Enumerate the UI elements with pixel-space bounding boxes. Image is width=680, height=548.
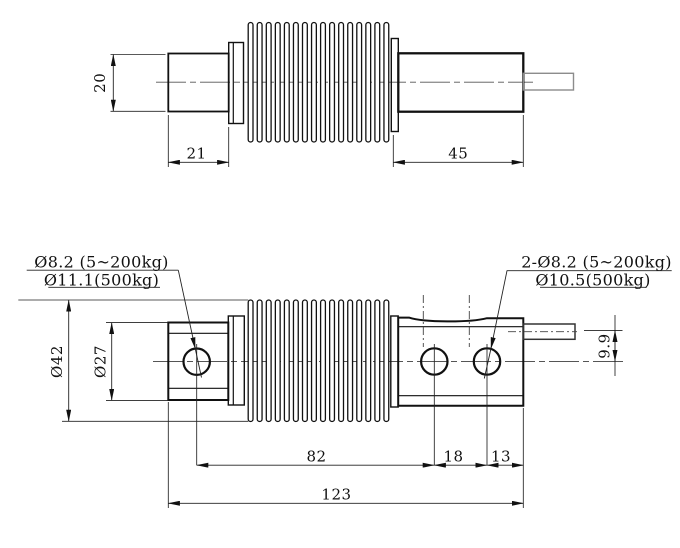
dim-text-45: 45: [448, 145, 468, 163]
bellows-fin: [310, 299, 317, 423]
dim-shaft-height: 20: [91, 54, 166, 112]
label-right-line2: Ø10.5(500kg): [535, 270, 650, 289]
bellows-fin: [347, 299, 354, 423]
bellows-fin: [265, 299, 272, 423]
dim-hole-spans: 82 18 13: [196, 408, 524, 508]
dim-text-phi27: Ø27: [92, 345, 110, 378]
left-flange: [227, 315, 246, 406]
bellows-fin: [256, 299, 263, 423]
bellows-fin: [383, 21, 390, 143]
label-left-line2: Ø11.1(500kg): [44, 270, 159, 289]
dim-text-phi42: Ø42: [48, 345, 66, 378]
bellows-fin: [265, 21, 272, 143]
bellows-fin: [247, 299, 254, 423]
bellows-fin: [365, 299, 372, 423]
cable: [522, 72, 575, 91]
dim-text-20: 20: [91, 73, 109, 93]
bellows-fin: [356, 21, 363, 143]
bellows-fin: [328, 299, 336, 423]
label-left-line1: Ø8.2 (5~200kg): [34, 253, 168, 272]
bellows-fin: [301, 21, 308, 143]
left-flange: [227, 41, 245, 125]
label-right-line1: 2-Ø8.2 (5~200kg): [521, 253, 672, 272]
dim-cable-offset: 9.9: [584, 315, 623, 376]
bellows-fin: [319, 21, 327, 143]
leader-line: [490, 270, 508, 350]
bellows-fin: [283, 21, 290, 143]
bellows: [247, 299, 390, 423]
dim-left-length: 21: [167, 115, 230, 167]
bellows: [247, 21, 390, 143]
lower-view: Ø8.2 (5~200kg) Ø11.1(500kg) 2-Ø8.2 (5~20…: [18, 253, 672, 508]
dim-text-9-9: 9.9: [596, 333, 614, 358]
bellows-fin: [301, 299, 308, 423]
callout-left-hole: Ø8.2 (5~200kg) Ø11.1(500kg): [26, 253, 202, 378]
bellows-fin: [274, 299, 281, 423]
dim-text-21: 21: [186, 145, 206, 163]
bellows-fin: [310, 21, 317, 143]
callout-right-holes: 2-Ø8.2 (5~200kg) Ø10.5(500kg): [483, 253, 672, 379]
bellows-fin: [283, 299, 290, 423]
bellows-fin: [374, 299, 381, 423]
dim-total-length: 123: [167, 402, 524, 508]
bellows-fin: [247, 21, 254, 143]
upper-view: 20 21 45: [91, 21, 575, 167]
bellows-fin: [328, 21, 336, 143]
dim-text-123: 123: [321, 486, 351, 504]
bellows-fin: [338, 21, 345, 143]
leader-line: [177, 270, 196, 350]
right-block: [397, 52, 525, 113]
dim-text-18: 18: [443, 448, 463, 466]
dim-text-13: 13: [491, 448, 511, 466]
bellows-fin: [292, 299, 299, 423]
dim-hub-od: Ø27: [92, 322, 169, 401]
dim-text-82: 82: [306, 448, 326, 466]
bellows-fin: [383, 299, 390, 423]
dim-right-length: 45: [392, 115, 524, 167]
dim-bellows-od: Ø42: [18, 299, 249, 422]
bellows-fin: [274, 21, 281, 143]
bellows-fin: [365, 21, 372, 143]
bellows-fin: [338, 299, 345, 423]
right-block: [397, 316, 525, 407]
bellows-fin: [347, 21, 354, 143]
bellows-fin: [292, 21, 299, 143]
bellows-fin: [374, 21, 381, 143]
bellows-fin: [256, 21, 263, 143]
bellows-fin: [356, 299, 363, 423]
bellows-fin: [319, 299, 327, 423]
